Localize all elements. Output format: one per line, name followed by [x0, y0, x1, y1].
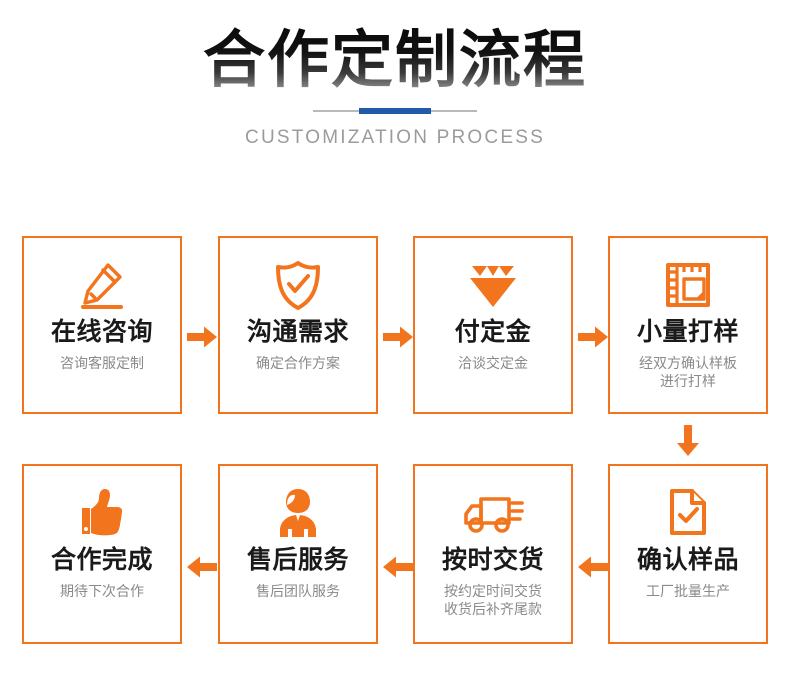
flow-step-card[interactable]: 售后服务 售后团队服务: [218, 464, 378, 644]
flow-step-desc: 售后团队服务: [256, 583, 340, 599]
flow-step-desc: 按约定时间交货 收货后补齐尾款: [444, 583, 542, 618]
page-title: 合作定制流程: [0, 26, 790, 95]
flow-row-bottom: 合作完成 期待下次合作 售后服务 售后团队服务: [0, 464, 790, 646]
process-flow: 在线咨询 咨询客服定制 沟通需求 确定合作方案: [0, 236, 790, 646]
flow-step-title: 沟通需求: [246, 318, 349, 346]
divider-accent: [359, 108, 431, 115]
flow-step-card[interactable]: 沟通需求 确定合作方案: [218, 236, 378, 414]
flow-step-desc: 确定合作方案: [256, 355, 340, 371]
arrow-left-icon: [575, 552, 611, 582]
flow-step-title: 合作完成: [50, 546, 153, 574]
pencil-edit-icon: [76, 254, 128, 316]
sample-swatch-icon: [663, 254, 713, 316]
flow-step-title: 在线咨询: [50, 318, 153, 346]
flow-step-card[interactable]: 小量打样 经双方确认样板 进行打样: [608, 236, 768, 414]
flow-step-card[interactable]: 合作完成 期待下次合作: [22, 464, 182, 644]
flow-step-desc: 经双方确认样板 进行打样: [639, 355, 737, 390]
delivery-truck-icon: [462, 482, 524, 544]
arrow-right-icon: [575, 322, 611, 352]
title-divider: [313, 107, 477, 115]
flow-step-title: 售后服务: [246, 546, 349, 574]
support-agent-icon: [275, 482, 321, 544]
thumbs-up-icon: [77, 482, 127, 544]
arrow-left-icon: [380, 552, 416, 582]
flow-step-desc: 期待下次合作: [60, 583, 144, 599]
page-header: 合作定制流程 CUSTOMIZATION PROCESS: [0, 0, 790, 149]
document-check-icon: [665, 482, 711, 544]
flow-row-top: 在线咨询 咨询客服定制 沟通需求 确定合作方案: [0, 236, 790, 416]
diamond-icon: [466, 254, 520, 316]
arrow-right-icon: [380, 322, 416, 352]
page-subtitle: CUSTOMIZATION PROCESS: [245, 127, 545, 149]
flow-step-desc: 咨询客服定制: [60, 355, 144, 371]
flow-step-card[interactable]: 在线咨询 咨询客服定制: [22, 236, 182, 414]
flow-step-desc: 工厂批量生产: [646, 583, 730, 599]
flow-step-card[interactable]: 付定金 洽谈交定金: [413, 236, 573, 414]
flow-step-title: 付定金: [454, 318, 532, 346]
shield-check-icon: [273, 254, 323, 316]
flow-step-title: 按时交货: [441, 546, 544, 574]
arrow-down-icon: [608, 420, 768, 462]
flow-step-title: 确认样品: [636, 546, 739, 574]
flow-step-card[interactable]: 确认样品 工厂批量生产: [608, 464, 768, 644]
flow-step-card[interactable]: 按时交货 按约定时间交货 收货后补齐尾款: [413, 464, 573, 644]
flow-step-title: 小量打样: [636, 318, 739, 346]
arrow-right-icon: [184, 322, 220, 352]
arrow-left-icon: [184, 552, 220, 582]
flow-step-desc: 洽谈交定金: [458, 355, 528, 371]
